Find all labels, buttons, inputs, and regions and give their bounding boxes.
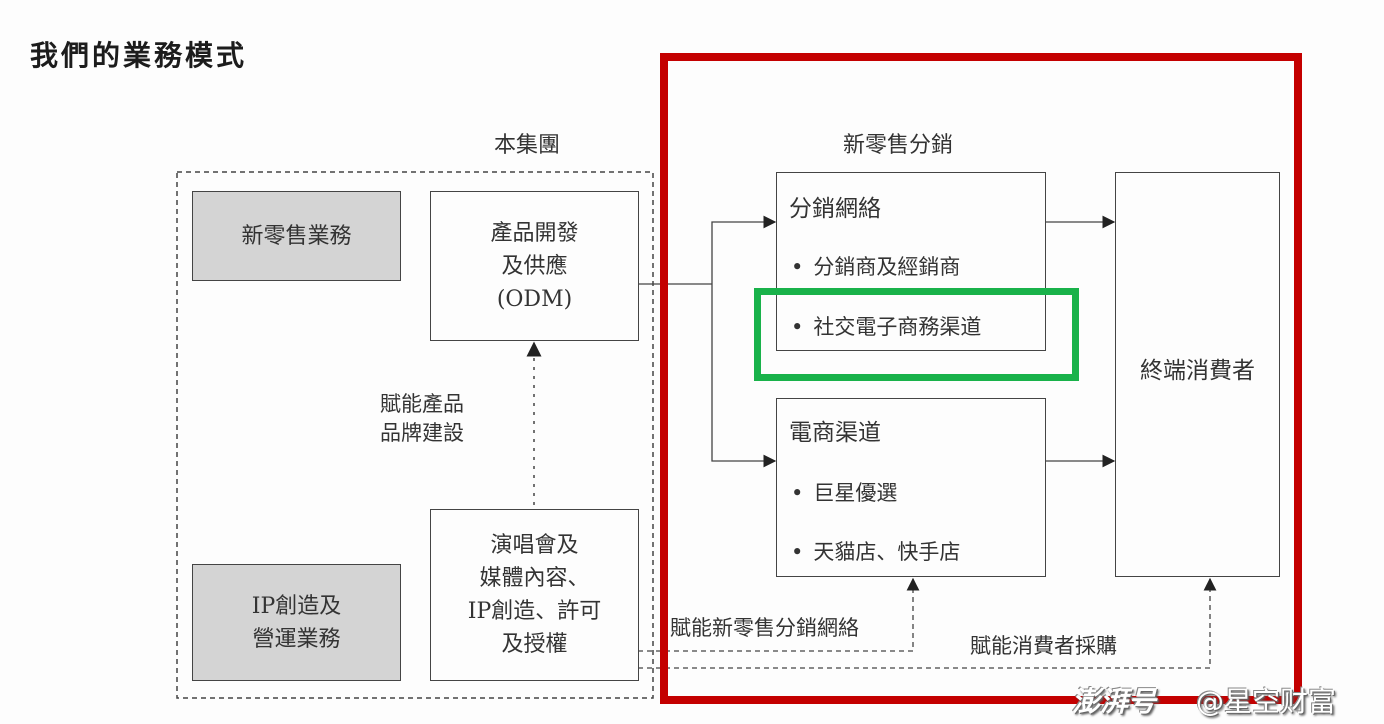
empower-network-label: 賦能新零售分銷網絡 (670, 616, 859, 640)
empower-brand-line: 品牌建設 (380, 421, 464, 445)
ip-business-line: 營運業務 (252, 626, 341, 652)
empower-consumer-label: 賦能消費者採購 (970, 634, 1117, 658)
distribution-network-box: 分銷網絡 分銷商及經銷商 社交電子商務渠道 (776, 172, 1046, 351)
concert-line: 及授權 (501, 632, 568, 657)
ecommerce-box: 電商渠道 巨星優選 天貓店、快手店 (776, 398, 1046, 577)
consumer-box: 終端消費者 (1115, 172, 1280, 577)
distribution-label: 新零售分銷 (843, 133, 954, 158)
empower-brand-label: 賦能產品 品牌建設 (380, 390, 464, 448)
group-label: 本集團 (494, 133, 561, 158)
watermark-account: @星空财富 (1196, 685, 1337, 718)
ecommerce-heading: 電商渠道 (789, 420, 881, 446)
page-title: 我們的業務模式 (30, 39, 248, 72)
consumer-text: 終端消費者 (1140, 358, 1255, 384)
watermark-brand: 澎湃号 (1072, 685, 1157, 718)
green-highlight-box (754, 288, 1079, 381)
ecommerce-item: 巨星優選 (791, 477, 897, 507)
empower-consumer-arrow (638, 577, 1217, 669)
odm-box: 產品開發 及供應 (ODM) (430, 191, 639, 341)
group-dashed-border (176, 171, 654, 699)
network-item: 社交電子商務渠道 (791, 311, 981, 341)
odm-to-ecommerce-arrow (711, 284, 777, 468)
odm-to-network-arrow (711, 215, 777, 284)
concert-line: 媒體內容、 (479, 566, 590, 591)
concert-line: IP創造、許可 (467, 599, 602, 624)
concert-box: 演唱會及 媒體內容、 IP創造、許可 及授權 (430, 509, 639, 681)
ip-business-line: IP創造及 (251, 593, 342, 619)
new-retail-business-box: 新零售業務 (192, 191, 401, 281)
new-retail-business-text: 新零售業務 (241, 223, 352, 249)
network-heading: 分銷網絡 (789, 196, 881, 222)
ip-business-box: IP創造及 營運業務 (192, 564, 401, 681)
odm-line: 及供應 (501, 253, 568, 279)
empower-brand-line: 賦能產品 (380, 392, 464, 416)
red-highlight-box (660, 53, 1302, 704)
concert-line: 演唱會及 (490, 533, 579, 558)
empower-network-arrow (638, 577, 920, 652)
ecommerce-item: 天貓店、快手店 (791, 536, 960, 566)
network-item: 分銷商及經銷商 (791, 251, 960, 281)
odm-line: (ODM) (496, 286, 573, 312)
odm-line: 產品開發 (490, 220, 579, 246)
